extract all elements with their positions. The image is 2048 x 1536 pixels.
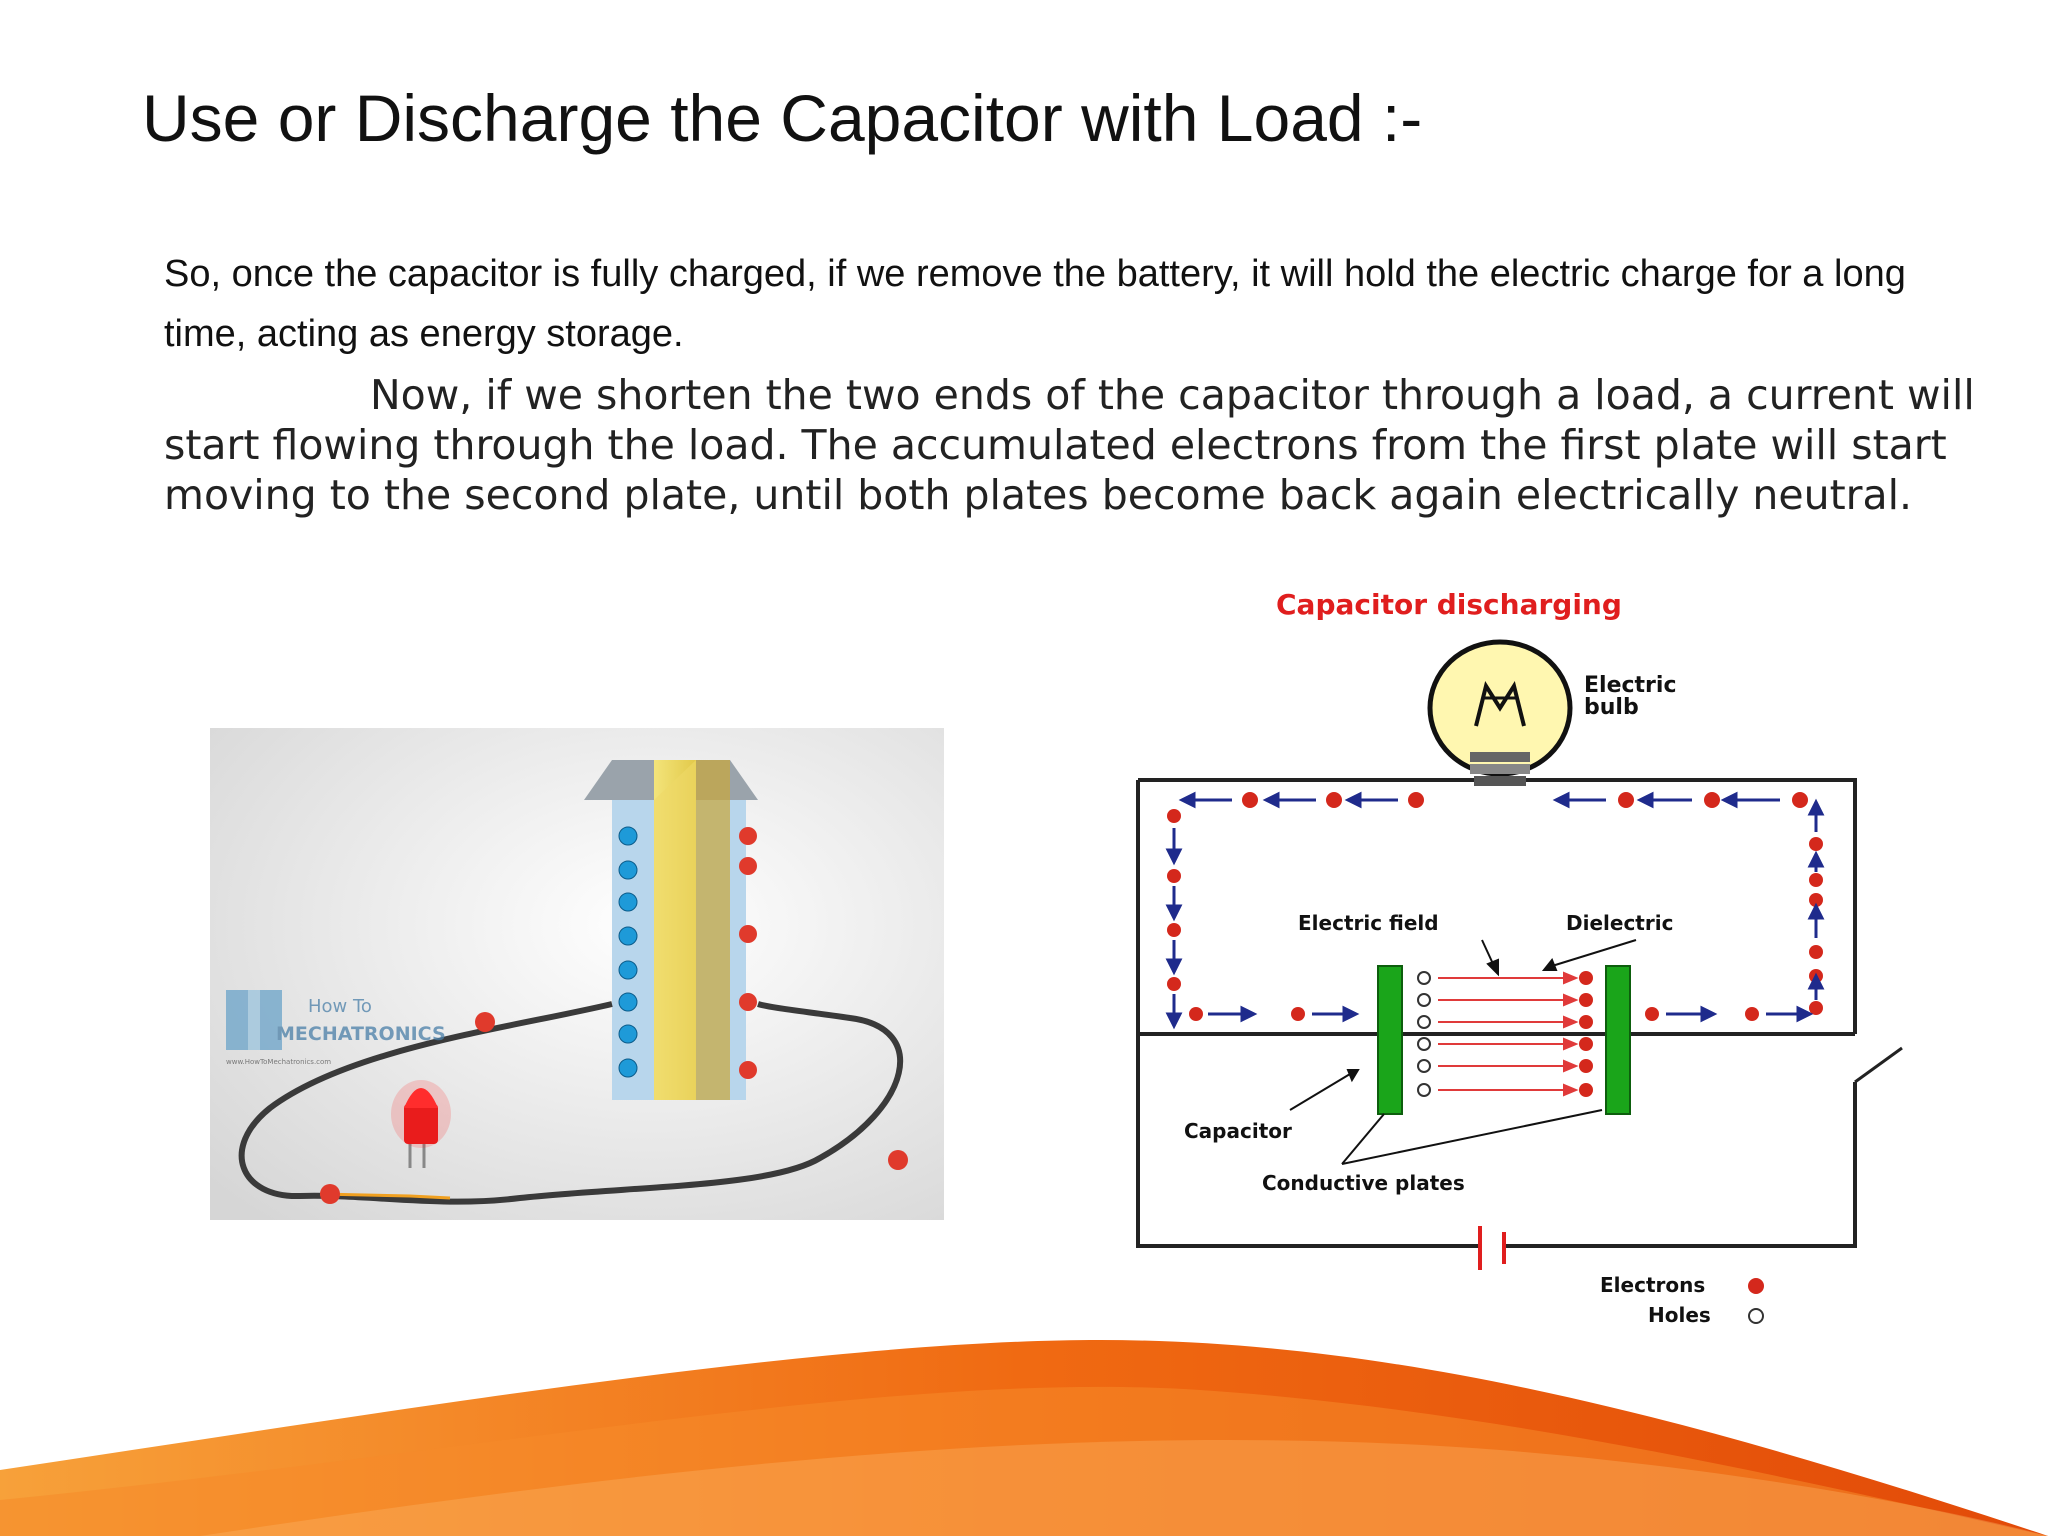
photo-background [210,728,944,1220]
legend: Electrons Holes [1600,1273,1764,1327]
capacitor-plate-left [1377,965,1403,1115]
diagram-title: Capacitor discharging [1276,588,1622,621]
bulb-icon [1427,639,1573,786]
legend-hole-icon [1748,1308,1764,1324]
wire-electrons [320,1012,908,1204]
label-pointers [1289,939,1637,1165]
plate-electrons [1579,971,1593,1097]
left-electron-flow [1165,809,1183,1030]
negative-charges [739,827,757,1079]
legend-electron-icon [1748,1278,1764,1294]
legend-electrons-label: Electrons [1600,1273,1705,1297]
capacitor-lead-flow [1189,1005,1814,1023]
logo-text-main: MECHATRONICS [276,1023,446,1045]
bulb-label-2: bulb [1584,695,1639,720]
top-electron-flow [1178,791,1808,809]
logo-url: www.HowToMechatronics.com [226,1058,331,1066]
slide-title: Use or Discharge the Capacitor with Load… [142,81,1423,155]
footer-wave-highlight [200,1439,2048,1536]
footer-wave-overlay [0,1386,2048,1536]
holes [1417,971,1431,1097]
electric-field-lines [1438,971,1579,1097]
conductive-plates-label: Conductive plates [1262,1171,1465,1195]
battery-icon [1478,1226,1506,1270]
capacitor-plate-right [1605,965,1631,1115]
body-paragraph-1: So, once the capacitor is fully charged,… [164,253,1906,355]
capacitor-label: Capacitor [1184,1119,1292,1143]
bulb-label-1: Electric [1584,673,1676,698]
body-paragraph-2: Now, if we shorten the two ends of the c… [164,370,1984,520]
positive-charges [618,826,638,1078]
circuit-wire [238,1001,904,1205]
electric-field-label: Electric field [1298,911,1439,935]
right-electron-flow [1807,798,1825,1015]
circuit-frame [1136,778,1903,1248]
legend-holes-label: Holes [1648,1303,1711,1327]
capacitor-led-illustration: How To MECHATRONICS www.HowToMechatronic… [210,728,944,1220]
capacitor-block [584,760,758,1100]
discharge-diagram: Capacitor discharging Electric bulb [1136,588,1903,1327]
led-icon [391,1080,451,1168]
mechatronics-logo: How To MECHATRONICS www.HowToMechatronic… [226,990,446,1066]
body-paragraph-2-text: Now, if we shorten the two ends of the c… [164,371,1975,519]
footer-wave [0,1340,2048,1536]
dielectric-label: Dielectric [1566,911,1673,935]
logo-text-top: How To [308,996,372,1017]
